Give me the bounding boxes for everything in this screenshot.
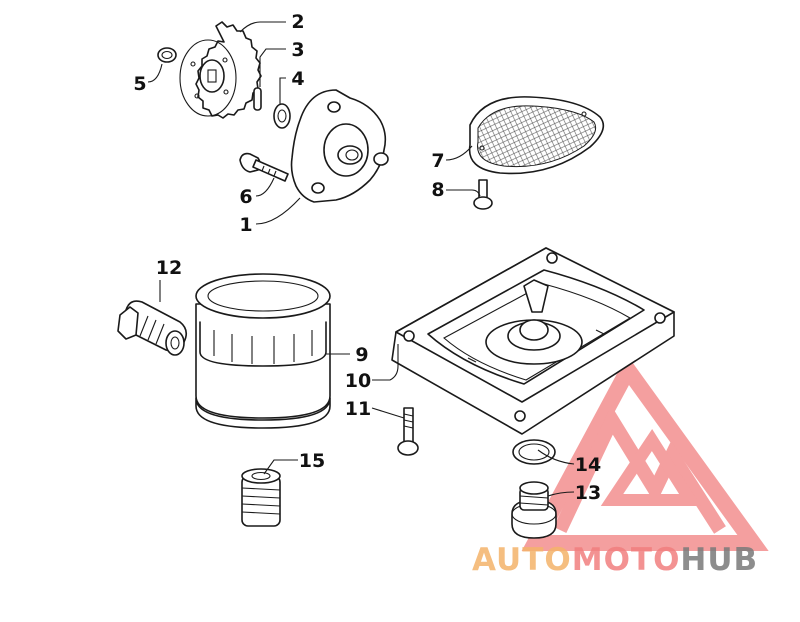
dowel-pin-icon	[253, 87, 262, 111]
watermark-wordmark: AUTOMOTOHUB	[472, 542, 758, 578]
bolt-icon	[239, 152, 289, 182]
callout-labels: 2 3 4 5 6 1 7 8 12 9 10 11 15 14 13	[133, 11, 601, 504]
callout-14: 14	[575, 454, 601, 476]
oil-pressure-sensor-icon	[117, 300, 188, 356]
o-ring-icon	[512, 439, 556, 465]
oil-filter-icon	[195, 273, 331, 429]
drain-plug-icon	[511, 481, 557, 539]
callout-7: 7	[431, 150, 444, 172]
callout-5: 5	[133, 73, 146, 95]
watermark-hub: HUB	[680, 542, 758, 578]
leader-lines	[147, 21, 575, 497]
oil-pump-body-icon	[290, 89, 389, 203]
callout-10: 10	[345, 370, 371, 392]
callout-15: 15	[299, 450, 325, 472]
callout-8: 8	[431, 179, 444, 201]
watermark-moto: MOTO	[572, 542, 681, 578]
watermark-auto: AUTO	[472, 542, 572, 578]
callout-11: 11	[345, 398, 371, 420]
watermark-logo-icon	[521, 354, 769, 551]
callout-4: 4	[291, 68, 304, 90]
callout-1: 1	[239, 214, 252, 236]
callout-12: 12	[156, 257, 182, 279]
threaded-nipple-icon	[241, 468, 281, 527]
filter-housing-icon	[391, 247, 675, 435]
callout-9: 9	[355, 344, 368, 366]
callout-2: 2	[291, 11, 304, 33]
callout-13: 13	[575, 482, 601, 504]
screw-icon	[473, 179, 493, 210]
washer-icon	[273, 103, 291, 129]
callout-3: 3	[291, 39, 304, 61]
long-bolt-icon	[397, 407, 419, 456]
snap-ring-icon	[157, 47, 177, 63]
callout-6: 6	[239, 186, 252, 208]
oil-strainer-icon	[468, 96, 605, 175]
sprocket-gear-icon	[179, 21, 262, 119]
